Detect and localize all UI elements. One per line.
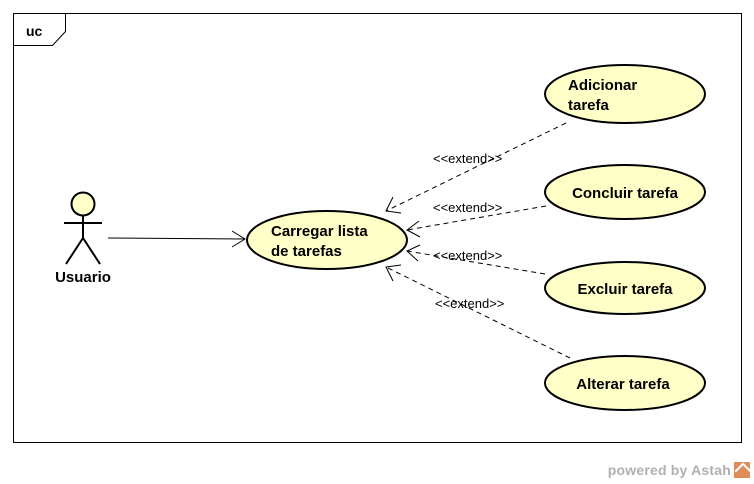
extend-alterar: <<extend>> (385, 264, 571, 359)
association-actor-carregar (107, 230, 246, 248)
extend-adicionar: <<extend>> (385, 122, 567, 214)
usecase-carregar-line1: Carregar lista (271, 223, 368, 240)
actor-label: Usuario (55, 269, 111, 286)
usecase-adicionar-tarefa[interactable]: Adicionar tarefa (544, 64, 706, 124)
actor-leg-left (65, 237, 84, 265)
usecase-concluir-tarefa[interactable]: Concluir tarefa (544, 164, 706, 220)
extend-excluir: <<extend>> (406, 244, 546, 275)
usecase-carregar-lista[interactable]: Carregar lista de tarefas (246, 210, 408, 270)
usecase-excluir-tarefa[interactable]: Excluir tarefa (544, 261, 706, 315)
frame-label: uc (26, 23, 43, 39)
extend-concluir: <<extend>> (406, 200, 547, 238)
usecase-concluir-line1: Concluir tarefa (572, 185, 679, 202)
powered-by-text: powered by Astah (607, 462, 731, 478)
powered-by-footer: powered by Astah (608, 460, 750, 480)
extend-label-adicionar: <<extend>> (433, 151, 502, 166)
astah-logo-icon (734, 462, 750, 478)
usecase-alterar-line1: Alterar tarefa (576, 376, 670, 393)
usecase-carregar-line2: de tarefas (271, 243, 342, 260)
extend-label-alterar: <<extend>> (435, 296, 504, 311)
usecase-adicionar-line1: Adicionar (568, 77, 637, 94)
actor-usuario[interactable]: Usuario (55, 191, 111, 287)
extend-label-concluir: <<extend>> (433, 200, 502, 215)
actor-leg-right (82, 237, 101, 265)
actor-head (70, 191, 96, 217)
extend-label-excluir: <<extend>> (433, 248, 502, 263)
usecase-excluir-line1: Excluir tarefa (577, 281, 673, 298)
frame-tab (13, 13, 66, 46)
usecase-adicionar-line2: tarefa (568, 97, 610, 114)
usecase-alterar-tarefa[interactable]: Alterar tarefa (544, 355, 706, 411)
